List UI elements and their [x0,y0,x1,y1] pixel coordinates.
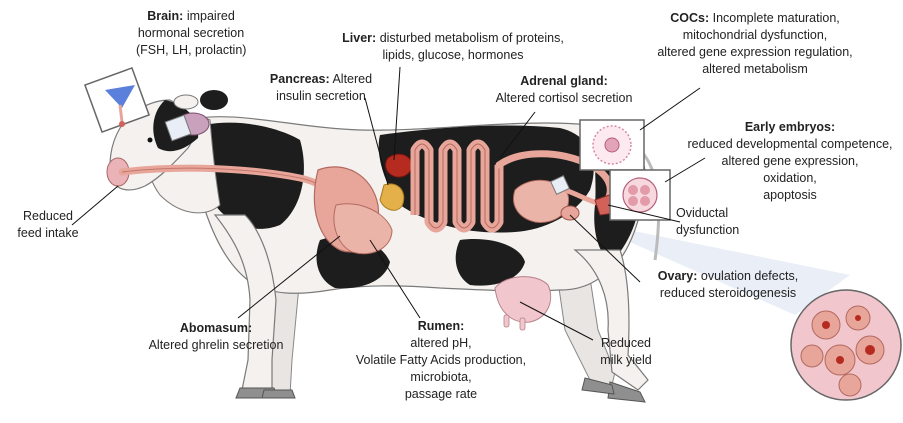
liver-label-title: Liver: [342,31,376,45]
rumen-label-line2: Volatile Fatty Acids production, [356,353,526,367]
cocs-label-line1: Incomplete maturation, [713,11,840,25]
ovary-organ [561,206,579,220]
pancreas-organ [380,184,404,210]
oviduct-label-line2: dysfunction [676,223,739,237]
feed-intake-label-line1: Reduced [23,209,73,223]
ovary-label-line1: ovulation defects, [701,269,798,283]
cocs-label-line4: altered metabolism [702,62,808,76]
udder [495,277,551,323]
embryos-label-line2: altered gene expression, [722,154,859,168]
feed-intake-label: Reduced feed intake [8,208,88,242]
cocs-label-title: COCs: [670,11,709,25]
pancreas-label-line2: insulin secretion [276,89,366,103]
abomasum-label-line1: Altered ghrelin secretion [149,338,284,352]
brain-label-line1: impaired [187,9,235,23]
ovary-zoom-inset [791,290,901,400]
milk-yield-label-line1: Reduced [601,336,651,350]
embryos-label-line3: oxidation, [763,171,817,185]
cocs-label-line2: mitochondrial dysfunction, [683,28,828,42]
rumen-label: Rumen: altered pH, Volatile Fatty Acids … [341,318,541,403]
abomasum-label: Abomasum: Altered ghrelin secretion [128,320,304,354]
liver-label: Liver: disturbed metabolism of proteins,… [322,30,584,64]
adrenal-label-title: Adrenal gland: [520,74,608,88]
ovary-label: Ovary: ovulation defects, reduced steroi… [638,268,818,302]
rumen-label-line4: passage rate [405,387,477,401]
ovary-label-title: Ovary: [658,269,698,283]
embryos-label: Early embryos: reduced developmental com… [675,119,903,204]
brain-label: Brain: impaired hormonal secretion (FSH,… [136,8,246,59]
pancreas-label: Pancreas: Altered insulin secretion [257,71,385,105]
cow-ear-right [200,90,228,110]
liver-label-line1: disturbed metabolism of proteins, [380,31,564,45]
oviduct-label-line1: Oviductal [676,206,728,220]
milk-yield-label-line2: milk yield [600,353,651,367]
adrenal-label: Adrenal gland: Altered cortisol secretio… [484,73,644,107]
rumen-label-line1: altered pH, [410,336,471,350]
abomasum-label-title: Abomasum: [180,321,252,335]
liver-organ [386,154,412,177]
adrenal-label-line1: Altered cortisol secretion [496,91,633,105]
rumen-label-title: Rumen: [418,319,465,333]
cow-ear-left [174,95,198,109]
brain-label-line3: (FSH, LH, prolactin) [136,43,246,57]
coc-inset [580,120,644,170]
embryos-label-line1: reduced developmental competence, [688,137,893,151]
oviduct-label: Oviductal dysfunction [676,205,756,239]
ovary-label-line2: reduced steroidogenesis [660,286,796,300]
brain-label-line2: hormonal secretion [138,26,244,40]
liver-label-line2: lipids, glucose, hormones [382,48,523,62]
far-front-hoof [262,390,295,398]
cow-eye [148,138,153,143]
cocs-label-line3: altered gene expression regulation, [657,45,852,59]
feed-intake-label-line2: feed intake [17,226,78,240]
cocs-label: COCs: Incomplete maturation, mitochondri… [644,10,866,78]
embryos-label-line4: apoptosis [763,188,817,202]
embryos-label-title: Early embryos: [745,120,835,134]
pancreas-label-title: Pancreas: [270,72,330,86]
brain-label-title: Brain: [147,9,183,23]
rumen-label-line3: microbiota, [410,370,471,384]
milk-yield-label: Reduced milk yield [584,335,668,369]
pancreas-label-line1: Altered [332,72,372,86]
